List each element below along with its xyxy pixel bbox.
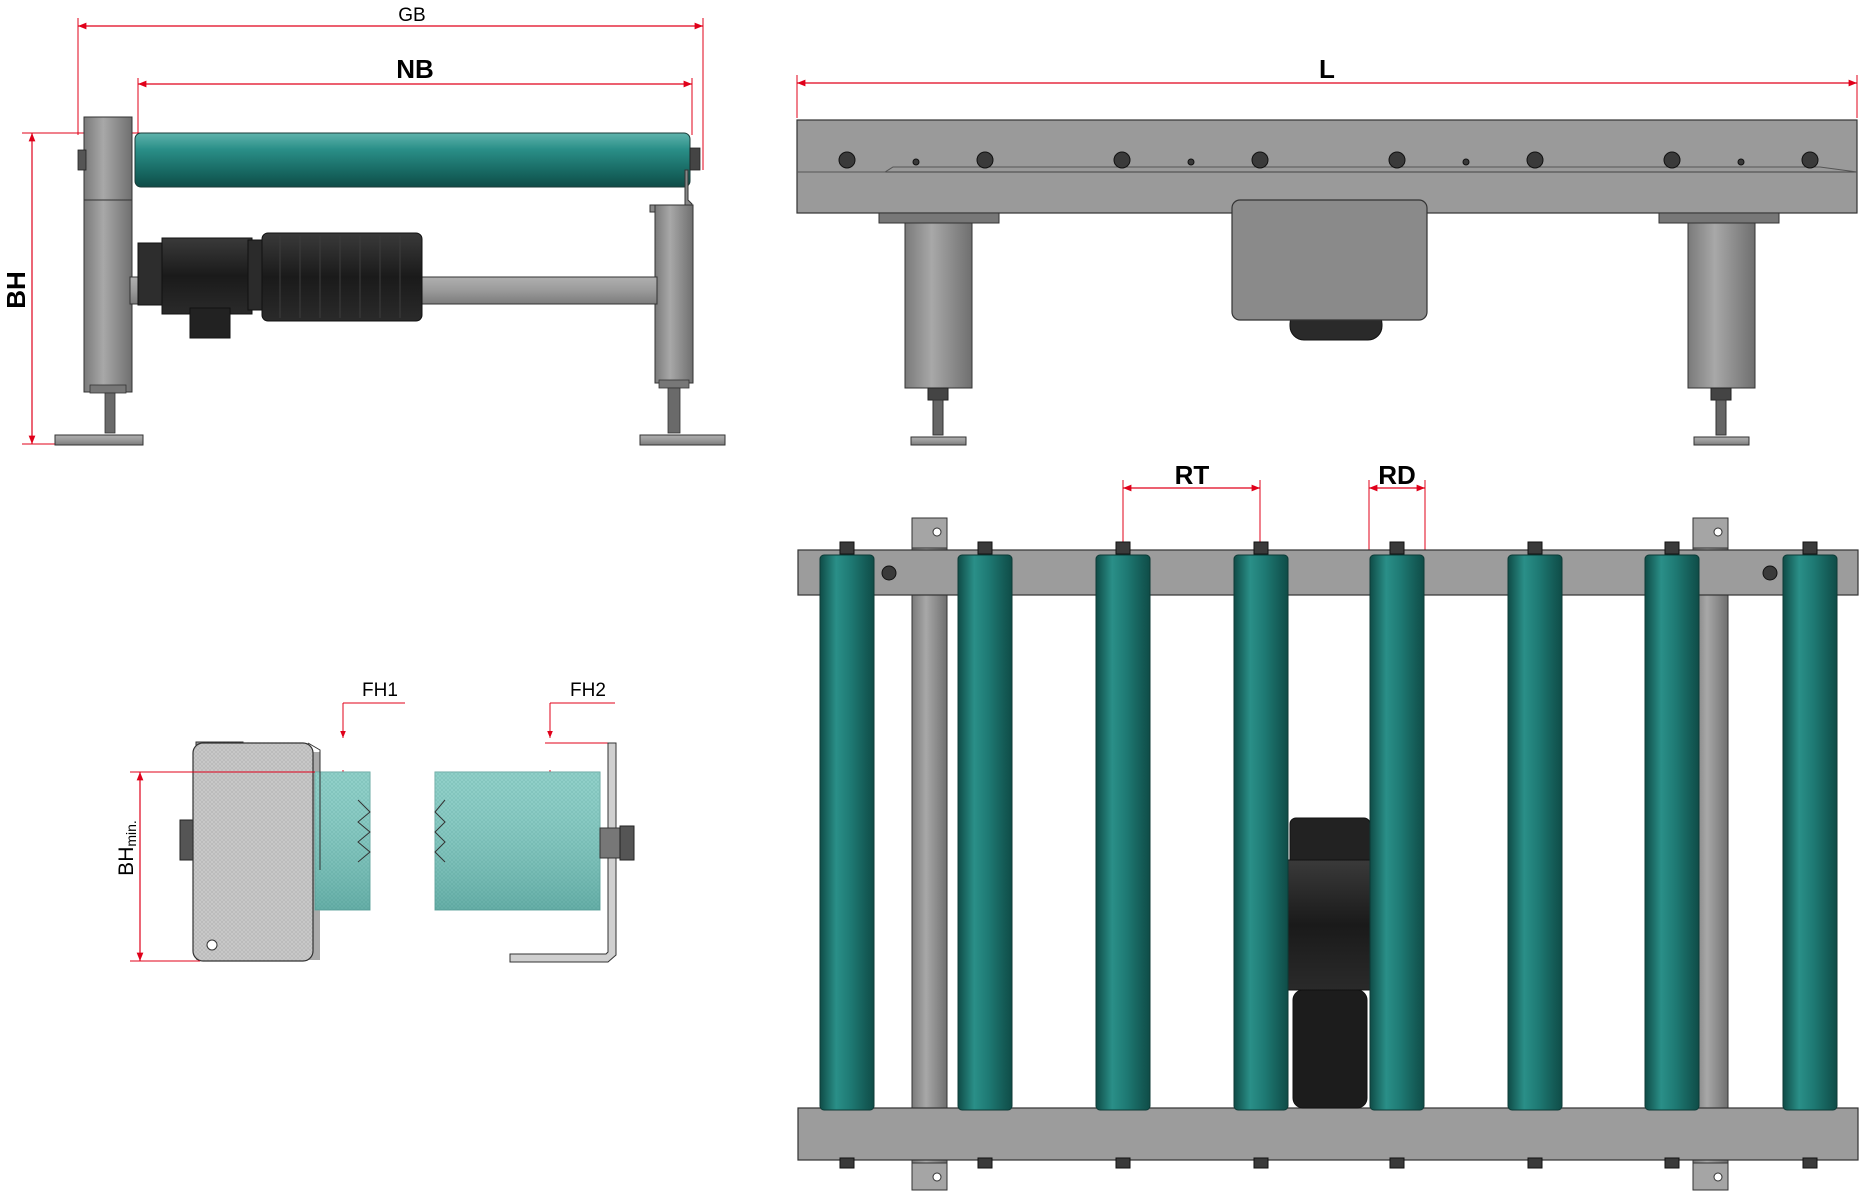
leg-front-left bbox=[904, 222, 973, 389]
label-fh1: FH1 bbox=[362, 680, 398, 701]
label-gb: GB bbox=[398, 5, 425, 26]
label-bhmin: BHmin. bbox=[115, 820, 139, 876]
frame-leg-top-left bbox=[911, 547, 948, 1164]
top-axle-nuts bbox=[839, 541, 1818, 1169]
roller-6 bbox=[1507, 554, 1563, 1111]
dimension-bh: BH bbox=[1, 132, 140, 445]
label-rd: RD bbox=[1378, 460, 1416, 490]
roller-3 bbox=[1095, 554, 1151, 1111]
drive-motor-front bbox=[1231, 199, 1428, 341]
leg-right bbox=[654, 204, 694, 384]
label-rt: RT bbox=[1175, 460, 1210, 490]
label-nb: NB bbox=[396, 54, 434, 84]
dimension-rd: RD bbox=[1368, 460, 1426, 552]
leg-left bbox=[83, 199, 133, 393]
roller-4 bbox=[1233, 554, 1289, 1111]
drive-motor-top bbox=[1284, 817, 1376, 1109]
roller-5 bbox=[1369, 554, 1425, 1111]
roller-side bbox=[134, 132, 691, 188]
roller-8 bbox=[1782, 554, 1838, 1111]
detail-fh1: FH1 BHmin. bbox=[115, 680, 405, 962]
foot-left bbox=[54, 434, 144, 446]
dimension-gb: GB bbox=[77, 5, 704, 170]
side-plate-left bbox=[83, 116, 133, 208]
roller-2 bbox=[957, 554, 1013, 1111]
roller-7 bbox=[1644, 554, 1700, 1111]
label-l: L bbox=[1319, 54, 1335, 84]
top-view: RT RD bbox=[797, 460, 1859, 1191]
dimension-nb: NB bbox=[137, 54, 693, 135]
dimension-l: L bbox=[796, 54, 1858, 118]
axle-bolts bbox=[838, 151, 1819, 169]
top-frame-rail-lower bbox=[797, 1107, 1859, 1161]
drive-motor-side bbox=[137, 232, 423, 339]
mounting-tabs bbox=[911, 517, 1729, 1191]
leg-front-right bbox=[1687, 222, 1756, 389]
label-fh2: FH2 bbox=[570, 680, 606, 701]
end-view: GB NB BH bbox=[1, 5, 726, 446]
dimension-rt: RT bbox=[1122, 460, 1261, 552]
foot-right bbox=[639, 434, 726, 446]
detail-fh2: FH2 bbox=[434, 680, 635, 963]
roller-1 bbox=[819, 554, 875, 1111]
top-rollers bbox=[819, 554, 1838, 1111]
label-bh: BH bbox=[1, 271, 31, 309]
front-view: L bbox=[796, 54, 1858, 446]
